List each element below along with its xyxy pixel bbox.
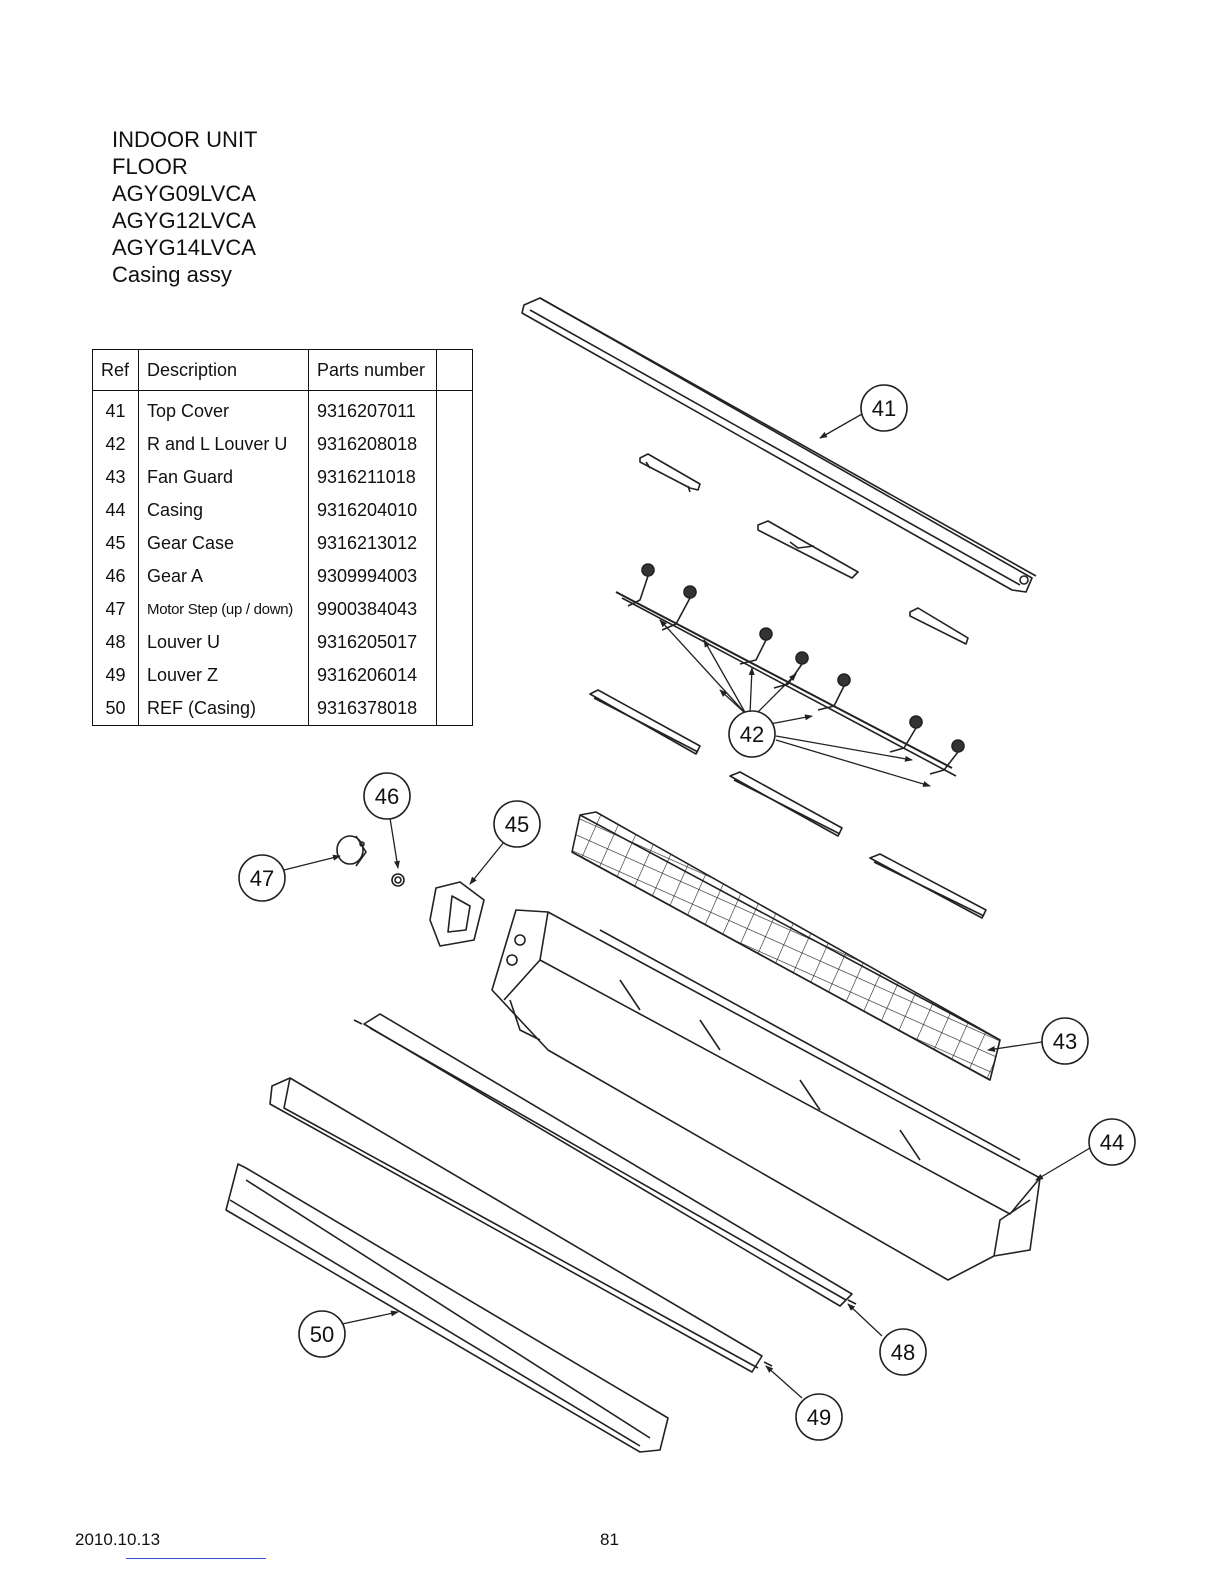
document-header: INDOOR UNIT FLOOR AGYG09LVCA AGYG12LVCA … — [112, 126, 257, 288]
callout-41-label: 41 — [872, 396, 896, 421]
blank-cell — [436, 560, 473, 593]
column-header-description: Description — [138, 349, 309, 391]
callout-46-label: 46 — [375, 784, 399, 809]
column-header-blank — [436, 349, 473, 391]
callout-50-label: 50 — [310, 1322, 334, 1347]
part-number-cell: 9900384043 — [308, 593, 437, 626]
part-number-cell: 9316204010 — [308, 494, 437, 527]
callout-44: 44 — [1088, 1118, 1136, 1166]
part-number-cell: 9316211018 — [308, 461, 437, 494]
blank-cell — [436, 390, 473, 428]
header-line-unit-type: INDOOR UNIT — [112, 127, 258, 152]
header-line-model-2: AGYG12LVCA — [112, 208, 256, 233]
description-cell: Top Cover — [138, 390, 309, 428]
description-cell: Louver U — [138, 626, 309, 659]
blank-cell — [436, 494, 473, 527]
callout-42-label: 42 — [740, 722, 764, 747]
part-number-cell: 9316378018 — [308, 692, 437, 726]
ref-cell: 47 — [92, 593, 139, 626]
callout-41: 41 — [860, 384, 908, 432]
header-line-assembly: Casing assy — [112, 262, 232, 287]
description-cell: Motor Step (up / down) — [138, 593, 309, 626]
louver-u-drawing — [353, 1013, 857, 1307]
footer-date: 2010.10.13 — [75, 1530, 161, 1549]
header-line-model-3: AGYG14LVCA — [112, 235, 256, 260]
callout-47-label: 47 — [250, 866, 274, 891]
callout-47: 47 — [238, 854, 286, 902]
ref-cell: 41 — [92, 390, 139, 428]
description-cell: Louver Z — [138, 659, 309, 692]
callout-43: 43 — [1041, 1017, 1089, 1065]
blank-cell — [436, 461, 473, 494]
casing-drawing — [491, 909, 1041, 1281]
part-number-cell: 9316208018 — [308, 428, 437, 461]
louver-clip-drawing — [639, 453, 969, 645]
callout-48: 48 — [879, 1328, 927, 1376]
description-cell: REF (Casing) — [138, 692, 309, 726]
motor-step-drawing — [336, 835, 367, 867]
louver-z-drawing — [269, 1077, 773, 1373]
fan-guard-drawing — [571, 811, 1001, 1081]
part-number-cell: 9309994003 — [308, 560, 437, 593]
part-number-cell: 9316205017 — [308, 626, 437, 659]
footer-link-underline — [126, 1558, 266, 1559]
louver-linkage-drawing — [615, 563, 965, 777]
ref-cell: 46 — [92, 560, 139, 593]
header-line-model-1: AGYG09LVCA — [112, 181, 256, 206]
description-cell: Gear A — [138, 560, 309, 593]
blank-cell — [436, 692, 473, 726]
blank-cell — [436, 593, 473, 626]
description-cell: Fan Guard — [138, 461, 309, 494]
part-number-cell: 9316206014 — [308, 659, 437, 692]
part-number-cell: 9316207011 — [308, 390, 437, 428]
description-cell: Casing — [138, 494, 309, 527]
ref-cell: 44 — [92, 494, 139, 527]
column-header-ref: Ref — [92, 349, 139, 391]
description-cell: R and L Louver U — [138, 428, 309, 461]
description-cell: Gear Case — [138, 527, 309, 560]
callout-48-label: 48 — [891, 1340, 915, 1365]
callout-49: 49 — [795, 1393, 843, 1441]
top-cover-drawing — [521, 297, 1037, 593]
callout-42: 42 — [728, 710, 776, 758]
page-number: 81 — [600, 1530, 619, 1549]
ref-cell: 49 — [92, 659, 139, 692]
ref-cell: 48 — [92, 626, 139, 659]
ref-cell: 43 — [92, 461, 139, 494]
gear-drawing — [391, 873, 405, 887]
callout-44-label: 44 — [1100, 1130, 1124, 1155]
blank-cell — [436, 428, 473, 461]
table-header-row: Ref Description Parts number — [92, 349, 473, 391]
part-number-cell: 9316213012 — [308, 527, 437, 560]
blank-cell — [436, 527, 473, 560]
column-header-parts-number: Parts number — [308, 349, 437, 391]
blank-cell — [436, 626, 473, 659]
callout-50: 50 — [298, 1310, 346, 1358]
louver-blade-drawing — [589, 689, 987, 919]
callout-45: 45 — [493, 800, 541, 848]
leader-lines — [283, 413, 1091, 1399]
callout-43-label: 43 — [1053, 1029, 1077, 1054]
ref-cell: 50 — [92, 692, 139, 726]
gear-case-drawing — [429, 881, 485, 947]
callout-45-label: 45 — [505, 812, 529, 837]
callout-46: 46 — [363, 772, 411, 820]
ref-casing-drawing — [225, 1163, 669, 1453]
callout-49-label: 49 — [807, 1405, 831, 1430]
blank-cell — [436, 659, 473, 692]
header-line-unit-style: FLOOR — [112, 154, 188, 179]
